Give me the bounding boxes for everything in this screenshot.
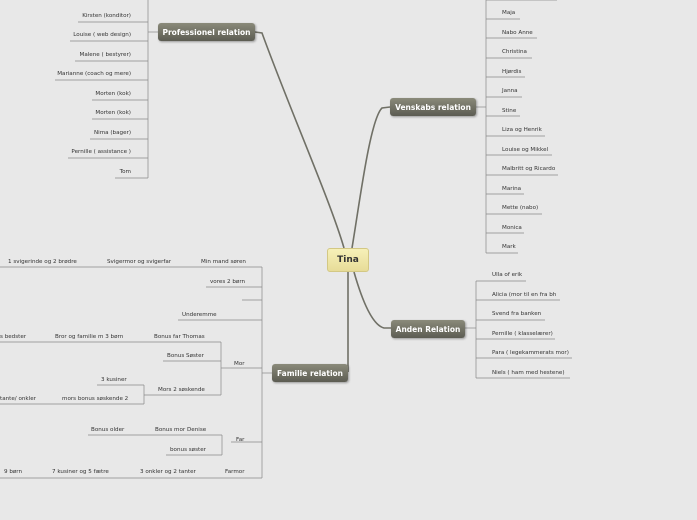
familie-bonus-older[interactable]: Bonus older	[91, 427, 125, 433]
familie-svigermor[interactable]: Svigermor og svigerfar	[107, 259, 172, 265]
branch-familie-relation[interactable]: Familie relation	[272, 364, 348, 382]
familie-bonus-mor[interactable]: Bonus mor Denise	[155, 427, 207, 433]
anden-item[interactable]: Para ( legekammerats mor)	[492, 350, 569, 356]
professionel-item[interactable]: Marianne (coach og mere)	[57, 71, 131, 77]
professionel-item[interactable]: Pernille ( assistance )	[71, 149, 131, 155]
anden-item[interactable]: Svend fra banken	[492, 311, 542, 317]
venskabs-item[interactable]: Louise og Mikkel	[502, 147, 549, 153]
venskabs-item[interactable]: Maja	[502, 10, 516, 16]
venskabs-item[interactable]: Christina	[502, 49, 527, 55]
venskabs-item[interactable]: Marina	[502, 186, 522, 192]
venskabs-item[interactable]: Mark	[502, 244, 516, 250]
familie-kusiner3[interactable]: 3 kusiner	[101, 377, 127, 383]
professionel-item[interactable]: Morten (kok)	[95, 110, 131, 116]
professionel-item[interactable]: Malene ( bestyrer)	[79, 52, 132, 58]
branch-venskabs-relation[interactable]: Venskabs relation	[390, 98, 476, 116]
familie-born9[interactable]: 9 børn	[4, 469, 23, 475]
familie-bror[interactable]: Bror og familie m 3 børn	[55, 334, 124, 340]
professionel-item[interactable]: Nima (bager)	[93, 130, 131, 136]
familie-kusiner7[interactable]: 7 kusiner og 5 fætre	[52, 469, 109, 475]
professionel-item[interactable]: Tom	[119, 169, 131, 175]
professionel-item[interactable]: Kirsten (konditor)	[82, 13, 131, 19]
familie-bedster[interactable]: s bedster	[0, 334, 27, 340]
center-topic[interactable]: Tina	[327, 248, 369, 272]
venskabs-item[interactable]: Janna	[502, 88, 518, 94]
anden-item[interactable]: Pernille ( klasselærer)	[492, 331, 553, 337]
familie-farmor[interactable]: Farmor	[225, 469, 245, 475]
branch-anden-relation[interactable]: Anden Relation	[391, 320, 465, 338]
venskabs-item[interactable]: Nabo Anne	[502, 30, 533, 36]
familie-onkler[interactable]: 3 onkler og 2 tanter	[140, 469, 196, 475]
familie-svigerinde[interactable]: 1 svigerinde og 2 brødre	[8, 259, 77, 265]
familie-bonus-sster[interactable]: Bonus Søster	[167, 353, 204, 359]
anden-item[interactable]: Alicia (mor til en fra bh	[492, 292, 557, 298]
familie-tante[interactable]: tante/ onkler	[0, 396, 36, 402]
anden-item[interactable]: Ulla of erik	[492, 272, 523, 278]
venskabs-item[interactable]: Hjørdis	[502, 69, 522, 75]
professionel-item[interactable]: Morten (kok)	[95, 91, 131, 97]
professionel-item[interactable]: Louise ( web design)	[73, 32, 131, 38]
familie-min-mand[interactable]: Min mand søren	[201, 259, 246, 265]
connector-professionel	[254, 31, 345, 249]
familie-mor[interactable]: Mor	[234, 361, 245, 367]
familie-bonus-sster2[interactable]: bonus søster	[170, 447, 206, 453]
familie-mors-bonus[interactable]: mors bonus søskende 2	[62, 396, 129, 402]
anden-item[interactable]: Niels ( ham med hestene)	[492, 370, 565, 376]
venskabs-item[interactable]: Monica	[502, 225, 522, 231]
venskabs-item[interactable]: Stine	[502, 108, 517, 114]
connector-venskabs	[351, 106, 391, 249]
familie-vores-born[interactable]: vores 2 børn	[210, 279, 246, 285]
venskabs-item[interactable]: Mette (nabo)	[502, 205, 539, 211]
familie-bonus-far-thomas[interactable]: Bonus far Thomas	[154, 334, 205, 340]
branch-professionel-relation[interactable]: Professionel relation	[158, 23, 255, 41]
familie-mors-sskende[interactable]: Mors 2 søskende	[158, 387, 205, 393]
familie-far[interactable]: Far	[236, 437, 245, 443]
venskabs-item[interactable]: Liza og Henrik	[502, 127, 542, 133]
venskabs-item[interactable]: Malbritt og Ricardo	[502, 166, 556, 172]
familie-underemme[interactable]: Underemme	[182, 312, 217, 318]
connector-anden	[353, 271, 391, 329]
